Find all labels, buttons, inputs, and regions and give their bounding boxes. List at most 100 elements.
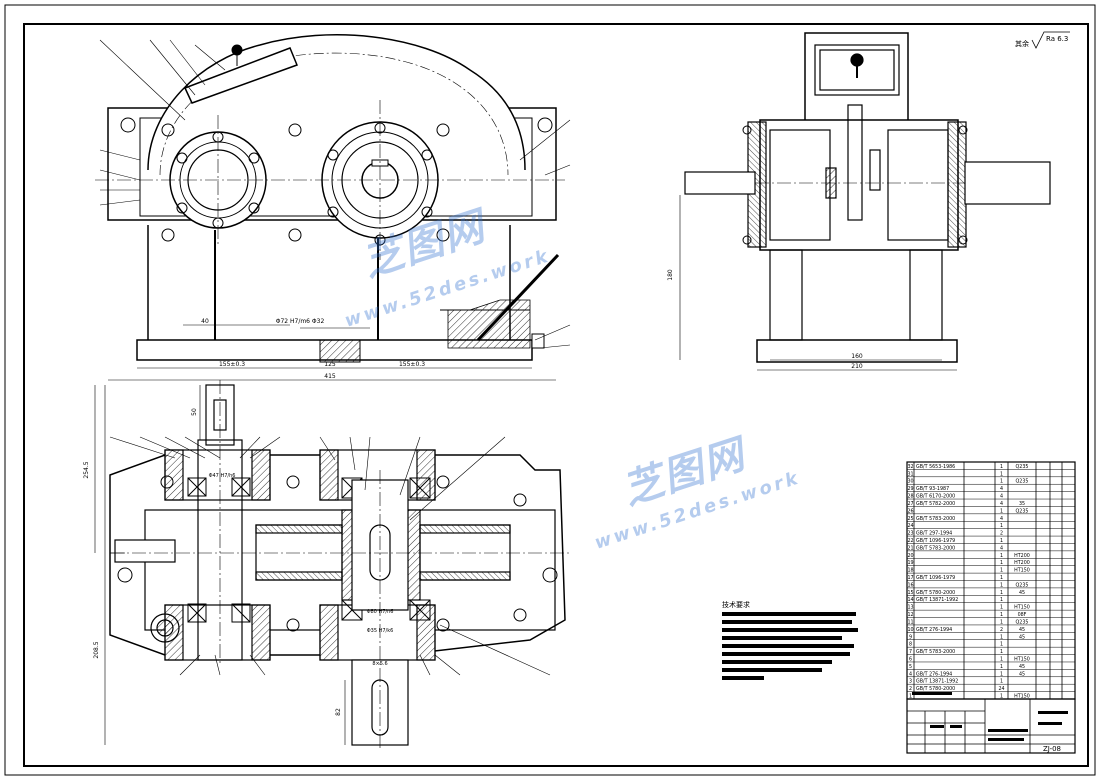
bom-cell-mat: HT150 [1014,656,1030,662]
bom-cell-qty: 1 [1000,597,1003,603]
key-fit: 8×5.6 [372,661,387,667]
bom-cell-no: 30 [907,479,913,485]
bom-cell-mat: HT150 [1014,694,1030,700]
bom-cell-qty: 1 [1000,656,1003,662]
bom-cell-no: 4 [909,671,912,677]
bom-cell-no: 31 [907,471,913,477]
bearing-fit-top: Φ47 H7/h6 [209,473,236,479]
bom-cell-qty: 2 [1000,531,1003,537]
bom-cell-no: 2 [909,686,912,692]
bom-cell-no: 16 [907,582,913,588]
bom-cell-no: 7 [909,649,912,655]
bom-cell-no: 20 [907,553,913,559]
bom-cell-no: 14 [907,597,913,603]
bom-cell-qty: 24 [998,686,1004,692]
bom-cell-mat: 08F [1018,612,1027,618]
bom-cell-no: 15 [907,590,913,596]
bom-cell-no: 28 [907,494,913,500]
bom-cell-no: 9 [909,634,912,640]
bom-cell-qty: 4 [1000,545,1003,551]
bom-cell-qty: 1 [1000,649,1003,655]
bom-cell-code: GB/T 13871-1992 [916,679,958,685]
bom-cell-no: 27 [907,501,913,507]
bom-cell-mat: HT150 [1014,605,1030,611]
bom-cell-qty: 4 [1000,516,1003,522]
bom-cell-code: GB/T 93-1987 [916,486,949,492]
bom-cell-no: 5 [909,664,912,670]
bom-cell-no: 23 [907,531,913,537]
plan-view [94,380,570,750]
gear-fit: Φ80 H7/n6 [367,609,394,615]
bom-cell-qty: 1 [1000,605,1003,611]
bom-cell-qty: 1 [1000,679,1003,685]
bom-cell-code: GB/T 5653-1986 [916,464,955,470]
bom-cell-qty: 1 [1000,582,1003,588]
svg-text:其余: 其余 [1015,39,1029,48]
bom-cell-qty: 1 [1000,508,1003,514]
bom-cell-code: GB/T 5782-2000 [916,501,955,507]
plan-leaders [109,436,551,676]
bom-cell-mat: Q235 [1016,464,1029,470]
bom-cell-code: GB/T 1096-1979 [916,575,955,581]
technical-requirements-text [722,612,858,680]
plan-width-bottom: 208.5 [93,641,100,658]
bom-cell-qty: 1 [1000,538,1003,544]
front-view [95,34,565,381]
bom-cell-no: 8 [909,642,912,648]
bom-cell-no: 32 [907,464,913,470]
bom-cell-no: 18 [907,568,913,574]
bom-cell-mat: HT200 [1014,553,1030,559]
bom-cell-no: 13 [907,605,913,611]
bom-cell-qty: 1 [1000,553,1003,559]
front-center-dim: 125 [324,361,336,368]
bom-cell-qty: 4 [1000,501,1003,507]
bom-cell-qty: 1 [1000,634,1003,640]
svg-text:Ra 6.3: Ra 6.3 [1046,35,1068,43]
inner-border [23,23,1089,767]
bom-cell-code: GB/T 5780-2000 [916,686,955,692]
front-leaders [99,39,571,349]
plan-width-top: 254.5 [83,461,90,478]
side-height-dim: 180 [667,269,674,281]
bom-cell-mat: 45 [1019,671,1025,677]
bom-cell-code: GB/T 276-1994 [916,627,952,633]
front-dim-a: 40 [201,318,209,325]
bom-cell-mat: 45 [1019,634,1025,640]
bom-cell-no: 11 [907,619,913,625]
bom-cell-mat: HT200 [1014,560,1030,566]
bom-cell-mat: 45 [1019,627,1025,633]
bom-cell-no: 10 [907,627,913,633]
bom-cell-mat: Q235 [1016,479,1029,485]
bom-cell-mat: 45 [1019,590,1025,596]
surface-roughness-mark: 其余 Ra 6.3 [1015,31,1070,49]
bom-cell-qty: 1 [1000,568,1003,574]
bom-cell-qty: 1 [1000,523,1003,529]
bom-cell-qty: 4 [1000,494,1003,500]
side-base-dim: 160 [851,353,863,360]
bom-cell-qty: 4 [1000,486,1003,492]
bom-cell-no: 1 [909,694,912,700]
bom-cell-qty: 1 [1000,612,1003,618]
bom-cell-qty: 1 [1000,471,1003,477]
bom-cell-mat: 35 [1019,501,1025,507]
bom-cell-qty: 1 [1000,671,1003,677]
bom-cell-no: 6 [909,656,912,662]
bom-cell-code: GB/T 5783-2000 [916,516,955,522]
title-block-text [912,692,1068,741]
bom-cell-no: 12 [907,612,913,618]
bom-cell-qty: 2 [1000,627,1003,633]
bom-cell-qty: 1 [1000,479,1003,485]
bom-cell-qty: 1 [1000,664,1003,670]
bom-cell-no: 17 [907,575,913,581]
front-fit-dim: Φ72 H7/m6 Φ32 [276,318,325,325]
side-view [679,32,1051,371]
shaft-dim-bottom: 82 [335,708,342,716]
bom-cell-code: GB/T 5780-2000 [916,590,955,596]
bom-cell-code: GB/T 6170-2000 [916,494,955,500]
bom-cell-mat: Q235 [1016,582,1029,588]
bom-cell-mat: HT150 [1014,568,1030,574]
outer-border [4,4,1096,776]
bom-cell-no: 21 [907,545,913,551]
